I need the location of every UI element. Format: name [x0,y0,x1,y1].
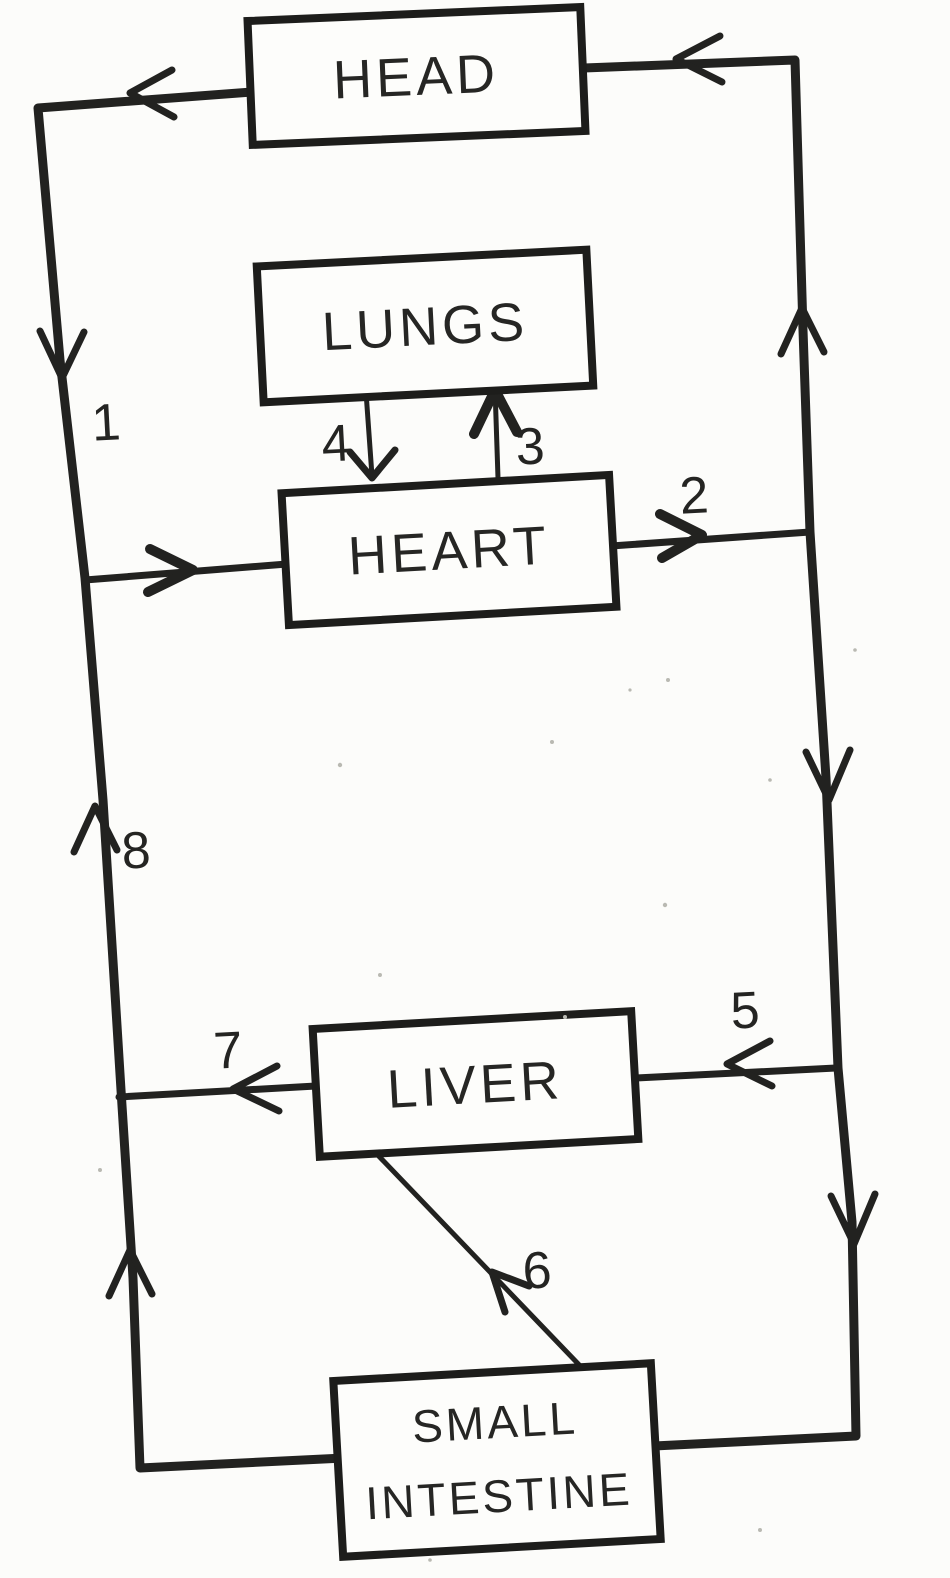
head-label: HEAD [332,44,500,111]
edge-liver-to-left [115,1082,320,1101]
arrowheads [36,32,879,1316]
small-intestine-label-line1: SMALL [411,1391,580,1452]
edge-heart-to-lungs [492,385,501,481]
node-head: HEAD [243,2,590,150]
node-heart: HEART [277,470,621,630]
heart-label: HEART [347,515,552,586]
flow-label-3: 3 [514,417,546,476]
flow-label-6: 6 [521,1241,553,1300]
liver-box [308,1006,643,1161]
arrow-heart-out-rightward [655,509,707,563]
flow-label-5: 5 [729,981,761,1040]
arrow-lungs-down-4 [346,446,399,482]
edge-into-liver [632,1064,840,1082]
node-lungs: LUNGS [252,245,598,407]
arrow-left-line-up-8 [70,802,121,856]
connector-lines [33,55,861,1473]
small-intestine-box [329,1359,665,1561]
flow-label-2: 2 [678,466,710,525]
arrow-left-top-leftward [126,66,178,121]
arrow-right-line-down-mid [802,746,854,804]
heart-box [277,470,621,630]
arrow-right-top-leftward [672,32,726,86]
lungs-label: LUNGS [321,292,530,362]
arrow-into-liver-leftward-5 [723,1037,776,1090]
arrow-diagonal-upleft-6 [488,1268,533,1316]
edge-lungs-to-heart [363,389,375,479]
edge-head-left-loop [33,87,349,1473]
arrow-right-line-down-bottom [827,1190,879,1248]
lungs-box [252,245,598,407]
edge-intestine-to-liver [368,1145,589,1375]
flow-label-7: 7 [212,1021,244,1080]
node-small-intestine: SMALL INTESTINE [329,1359,665,1561]
node-liver: LIVER [308,1006,643,1161]
scan-speckles [98,648,857,1562]
arrow-liver-out-leftward-7 [229,1062,283,1115]
liver-label: LIVER [385,1050,564,1120]
head-box [243,2,590,150]
flow-label-1: 1 [90,393,122,452]
arrow-left-line-up-bottom [105,1246,156,1300]
flow-label-8: 8 [120,821,152,880]
edge-right-loop [579,55,861,1451]
arrow-into-heart-rightward [143,544,198,597]
arrow-left-line-down [36,327,88,382]
edge-heart-to-right [607,528,814,550]
flow-number-labels: 1 2 3 4 5 6 7 8 [90,393,761,1300]
flow-label-4: 4 [320,414,352,473]
arrow-right-line-up [777,304,828,358]
organ-boxes: HEAD LUNGS HEART LIVER SMALL INTESTINE [243,2,665,1561]
